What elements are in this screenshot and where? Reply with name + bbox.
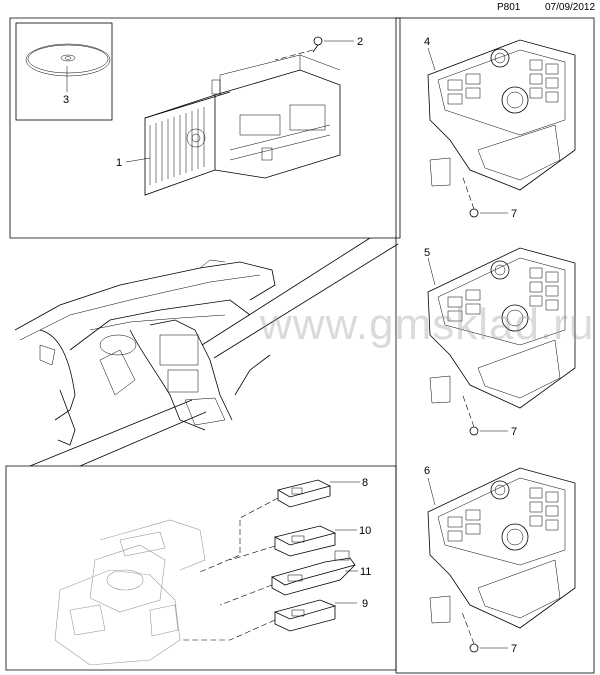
screw-part-7b — [461, 392, 479, 436]
switch-9-guide — [180, 619, 276, 641]
callout-7b: 7 — [511, 426, 517, 438]
dashboard-overview — [14, 259, 276, 446]
screw-part-7c — [461, 611, 479, 653]
page-date: 07/09/2012 — [545, 2, 596, 13]
switch-part-11 — [271, 550, 356, 596]
callout-9: 9 — [362, 598, 368, 610]
screw-part-7a — [461, 174, 479, 218]
switch-11-guide — [219, 584, 273, 606]
switch-part-9 — [273, 599, 337, 632]
leader-line-top-b — [213, 243, 399, 359]
callout-3: 3 — [63, 94, 69, 106]
callout-1: 1 — [116, 157, 122, 169]
watermark: www.gmsklad.ru — [260, 300, 595, 349]
callout-10: 10 — [359, 525, 371, 537]
control-panel-part-5 — [427, 247, 576, 409]
switch-part-8 — [276, 479, 332, 508]
callout-5: 5 — [424, 247, 430, 259]
control-panels-frame — [395, 17, 595, 674]
radio-receiver-part — [144, 54, 341, 196]
callout-8: 8 — [362, 477, 368, 489]
leader-5 — [427, 257, 436, 286]
control-panel-part-6 — [427, 467, 576, 629]
callout-7c: 7 — [511, 643, 517, 655]
page-code: P801 — [497, 2, 521, 13]
switch-part-10 — [273, 525, 337, 557]
callout-6: 6 — [424, 465, 430, 477]
leader-6 — [427, 477, 436, 506]
callout-2: 2 — [357, 36, 363, 48]
screw-path-2 — [274, 49, 314, 61]
leader-line-bottom-a — [29, 399, 193, 467]
screw-part-2 — [312, 36, 323, 53]
switch-10-guide — [229, 545, 276, 561]
radio-group-frame — [9, 17, 401, 239]
switch-8-guide — [199, 497, 279, 573]
console-outline — [54, 519, 206, 666]
leader-1 — [125, 157, 151, 163]
leader-line-top-a — [201, 237, 371, 346]
callout-11: 11 — [360, 566, 371, 578]
callout-7a: 7 — [511, 208, 517, 220]
cd-inset-frame — [15, 22, 113, 121]
control-panel-part-4 — [427, 39, 576, 191]
callout-4: 4 — [424, 36, 430, 48]
switches-group-frame — [5, 465, 397, 671]
leader-4 — [427, 47, 436, 71]
cd-disc-part — [25, 43, 111, 77]
leader-line-bottom-b — [79, 411, 207, 467]
